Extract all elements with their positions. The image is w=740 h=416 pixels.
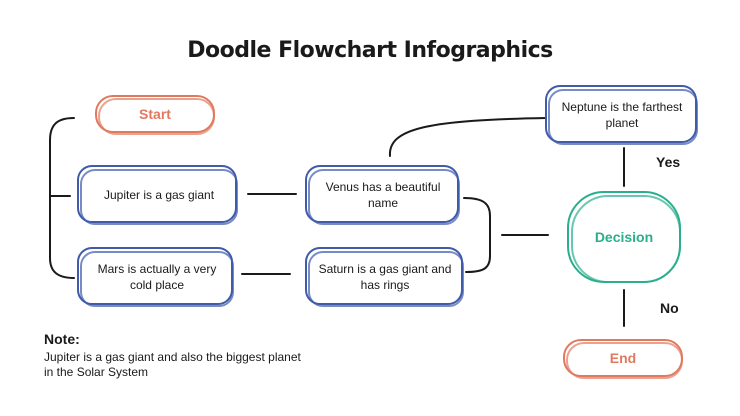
end-label: End bbox=[609, 350, 637, 366]
note-title: Note: bbox=[44, 331, 80, 347]
jupiter-label: Jupiter is a gas giant bbox=[103, 188, 215, 202]
diagram-title: Doodle Flowchart Infographics bbox=[187, 38, 553, 63]
start-node bbox=[95, 95, 215, 135]
neptune-node bbox=[545, 85, 698, 145]
saturn-label: Saturn is a gas giant and has rings bbox=[318, 262, 452, 292]
end-node bbox=[563, 339, 683, 379]
note-text: Jupiter is a gas giant and also the bigg… bbox=[44, 350, 301, 379]
neptune-label: Neptune is the farthest planet bbox=[561, 100, 683, 130]
mars-node bbox=[77, 247, 234, 307]
decision-node bbox=[567, 191, 681, 283]
venus-node bbox=[305, 165, 460, 225]
connector-venus-neptune bbox=[388, 117, 547, 157]
yes-label: Yes bbox=[656, 154, 681, 170]
jupiter-node bbox=[77, 165, 238, 225]
saturn-node bbox=[305, 247, 464, 307]
mars-label: Mars is actually a very cold place bbox=[97, 262, 217, 292]
left-bracket bbox=[49, 117, 75, 279]
no-label: No bbox=[660, 300, 679, 316]
venus-label: Venus has a beautiful name bbox=[325, 180, 441, 210]
start-label: Start bbox=[139, 106, 171, 122]
right-bracket bbox=[463, 197, 491, 273]
decision-label: Decision bbox=[594, 229, 654, 245]
